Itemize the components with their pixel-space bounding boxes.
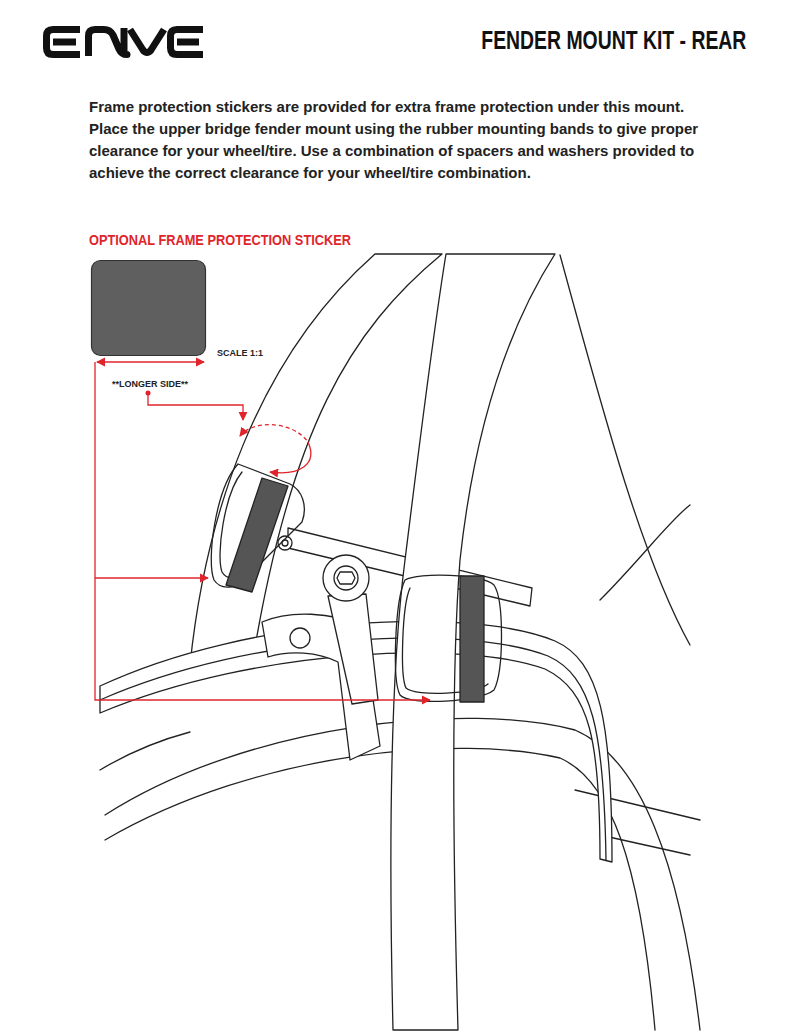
- page-title: FENDER MOUNT KIT - REAR: [481, 24, 746, 57]
- label-block: OPTIONAL FRAME PROTECTION STICKER: [89, 230, 406, 249]
- dimension-label: **LONGER SIDE**: [112, 379, 188, 390]
- instruction-text: Frame protection stickers are provided f…: [89, 96, 714, 184]
- leader-lines: [95, 362, 430, 700]
- dimension-arrow: [97, 361, 204, 362]
- frame-line: [560, 255, 690, 645]
- brand-logo: [47, 28, 204, 56]
- wrap-arrow: [270, 442, 311, 473]
- logo-letter: [171, 30, 204, 55]
- clamp: [323, 555, 369, 601]
- clamp-arm: [328, 594, 378, 704]
- leader-line: [148, 393, 243, 420]
- title-block: FENDER MOUNT KIT - REAR: [391, 24, 746, 57]
- frame-line: [600, 505, 690, 600]
- frame-line: [600, 835, 690, 855]
- seat-stay: [391, 254, 555, 1030]
- rubber-pad: [460, 576, 484, 702]
- label-block: **LONGER SIDE**: [112, 373, 188, 391]
- leader-line: [95, 577, 208, 578]
- wrap-arrow: [240, 425, 308, 442]
- scale-note: SCALE 1:1: [217, 348, 263, 359]
- clamp-bolt: [334, 566, 358, 590]
- protection-sticker: [92, 261, 206, 356]
- rubber-pad: [226, 478, 288, 592]
- frame-line: [575, 790, 700, 820]
- rubber-band: [395, 575, 501, 701]
- bracket-hole: [290, 628, 310, 648]
- label-block: SCALE 1:1: [217, 342, 263, 360]
- logo-letter: [130, 30, 164, 53]
- logo-letter: [89, 28, 128, 56]
- label-block: Frame protection stickers are provided f…: [89, 96, 714, 184]
- leader-line: [95, 362, 430, 700]
- clamp-bolt: [337, 572, 355, 584]
- section-heading: OPTIONAL FRAME PROTECTION STICKER: [89, 230, 351, 249]
- tire: [105, 748, 655, 1030]
- logo-letter: [47, 30, 81, 55]
- line-art: [100, 254, 700, 1030]
- frame-line: [100, 732, 190, 770]
